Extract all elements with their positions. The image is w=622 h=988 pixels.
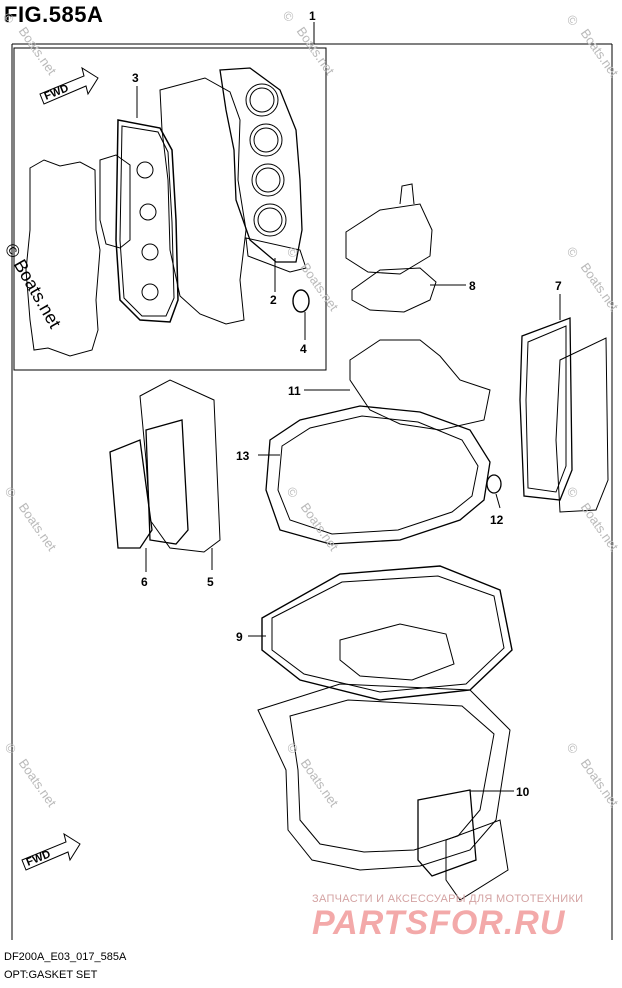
sub-assembly-box <box>13 47 327 371</box>
fwd-arrow-bottom <box>21 832 81 871</box>
part-plate-gasket <box>261 565 513 701</box>
callout-3: 3 <box>132 71 139 85</box>
callout-10: 10 <box>516 785 530 799</box>
part-thermostat-gasket <box>345 183 437 313</box>
callout-group: 1 2 3 4 5 6 7 8 9 10 11 12 13 <box>132 9 562 799</box>
callout-4: 4 <box>300 342 307 356</box>
callout-2: 2 <box>270 293 277 307</box>
fwd-label-bottom: FWD <box>25 848 53 869</box>
part-small-o-ring <box>486 474 502 494</box>
callout-9: 9 <box>236 630 243 644</box>
callout-7: 7 <box>555 279 562 293</box>
part-o-ring <box>292 289 310 313</box>
part-drive-shaft-housing <box>257 683 511 901</box>
callout-13: 13 <box>236 449 250 463</box>
figure-caption: OPT:GASKET SET <box>4 969 98 981</box>
callout-11: 11 <box>288 384 301 398</box>
fwd-arrow-top <box>39 66 99 105</box>
callout-6: 6 <box>141 575 148 589</box>
part-head-cover-gasket <box>25 119 179 357</box>
callout-12: 12 <box>490 513 504 527</box>
callout-8: 8 <box>469 279 476 293</box>
callout-1: 1 <box>309 9 316 23</box>
part-oil-cover-gaskets <box>109 379 221 553</box>
figure-code: DF200A_E03_017_585A <box>4 951 127 963</box>
fwd-label-top: FWD <box>43 82 71 103</box>
callout-5: 5 <box>207 575 214 589</box>
leader-lines <box>136 86 561 792</box>
figure-title: FIG.585A <box>4 2 104 27</box>
banner-logo: PARTSFOR.RU <box>312 904 566 942</box>
part-manifold-gasket <box>265 339 491 545</box>
part-side-cover-gasket <box>519 317 609 513</box>
group-bracket <box>11 22 613 940</box>
banner-tagline: ЗАПЧАСТИ И АКСЕССУАРЫ ДЛЯ МОТОТЕХНИКИ <box>312 893 584 905</box>
part-cylinder-head-gasket <box>159 67 307 325</box>
